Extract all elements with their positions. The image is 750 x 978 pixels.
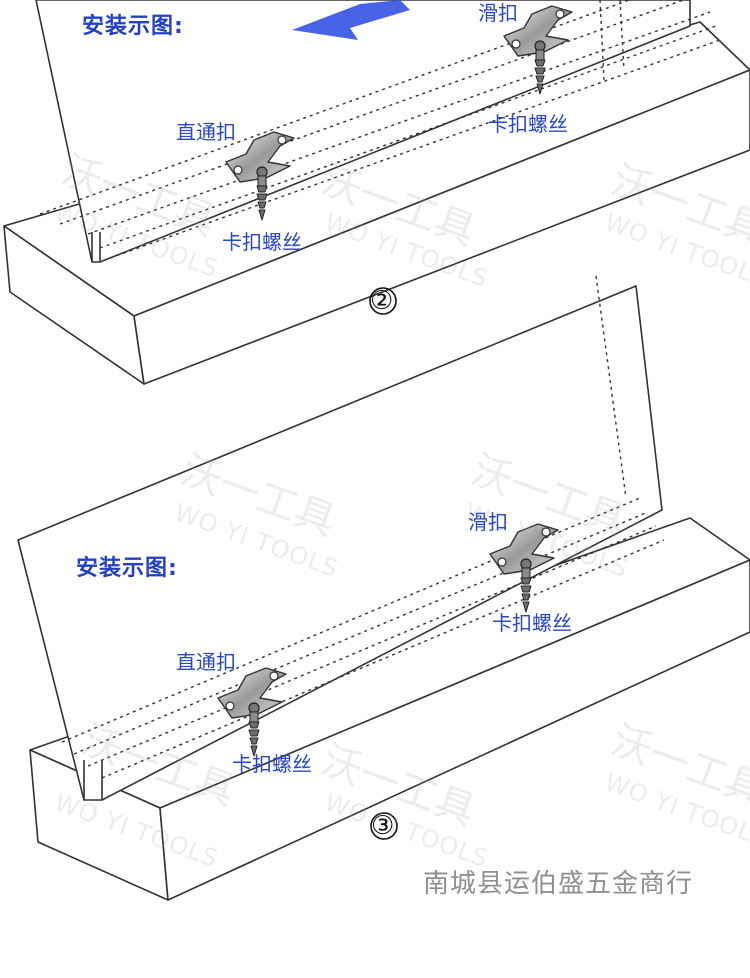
top-screw-left-label: 卡扣螺丝	[222, 230, 302, 254]
shop-name: 南城县运伯盛五金商行	[423, 869, 694, 899]
bottom-panel	[17, 285, 663, 801]
bottom-diagram-title: 安装示图:	[76, 556, 178, 581]
top-panel	[35, 0, 691, 263]
step-3-label: ③	[371, 811, 395, 841]
top-base-side-face	[133, 69, 750, 385]
bottom-slide-clip-label: 滑扣	[468, 510, 508, 534]
top-straight-clip-label: 直通扣	[176, 120, 236, 144]
top-diagram-title: 安装示图:	[82, 14, 184, 39]
step-2-circle	[369, 287, 397, 315]
step-2-label: ②	[370, 286, 394, 316]
top-slide-clip-label: 滑扣	[478, 1, 518, 25]
bottom-base-side-face	[159, 559, 750, 901]
bottom-diagram	[17, 275, 750, 901]
top-screw-right-label: 卡扣螺丝	[488, 112, 568, 136]
bottom-screw-left-label: 卡扣螺丝	[232, 752, 312, 776]
bottom-screw-right-label: 卡扣螺丝	[492, 611, 572, 635]
top-diagram	[3, 0, 750, 385]
bottom-straight-clip-label: 直通扣	[176, 650, 236, 674]
step-3-circle	[370, 812, 398, 840]
direction-arrow	[292, 0, 410, 40]
